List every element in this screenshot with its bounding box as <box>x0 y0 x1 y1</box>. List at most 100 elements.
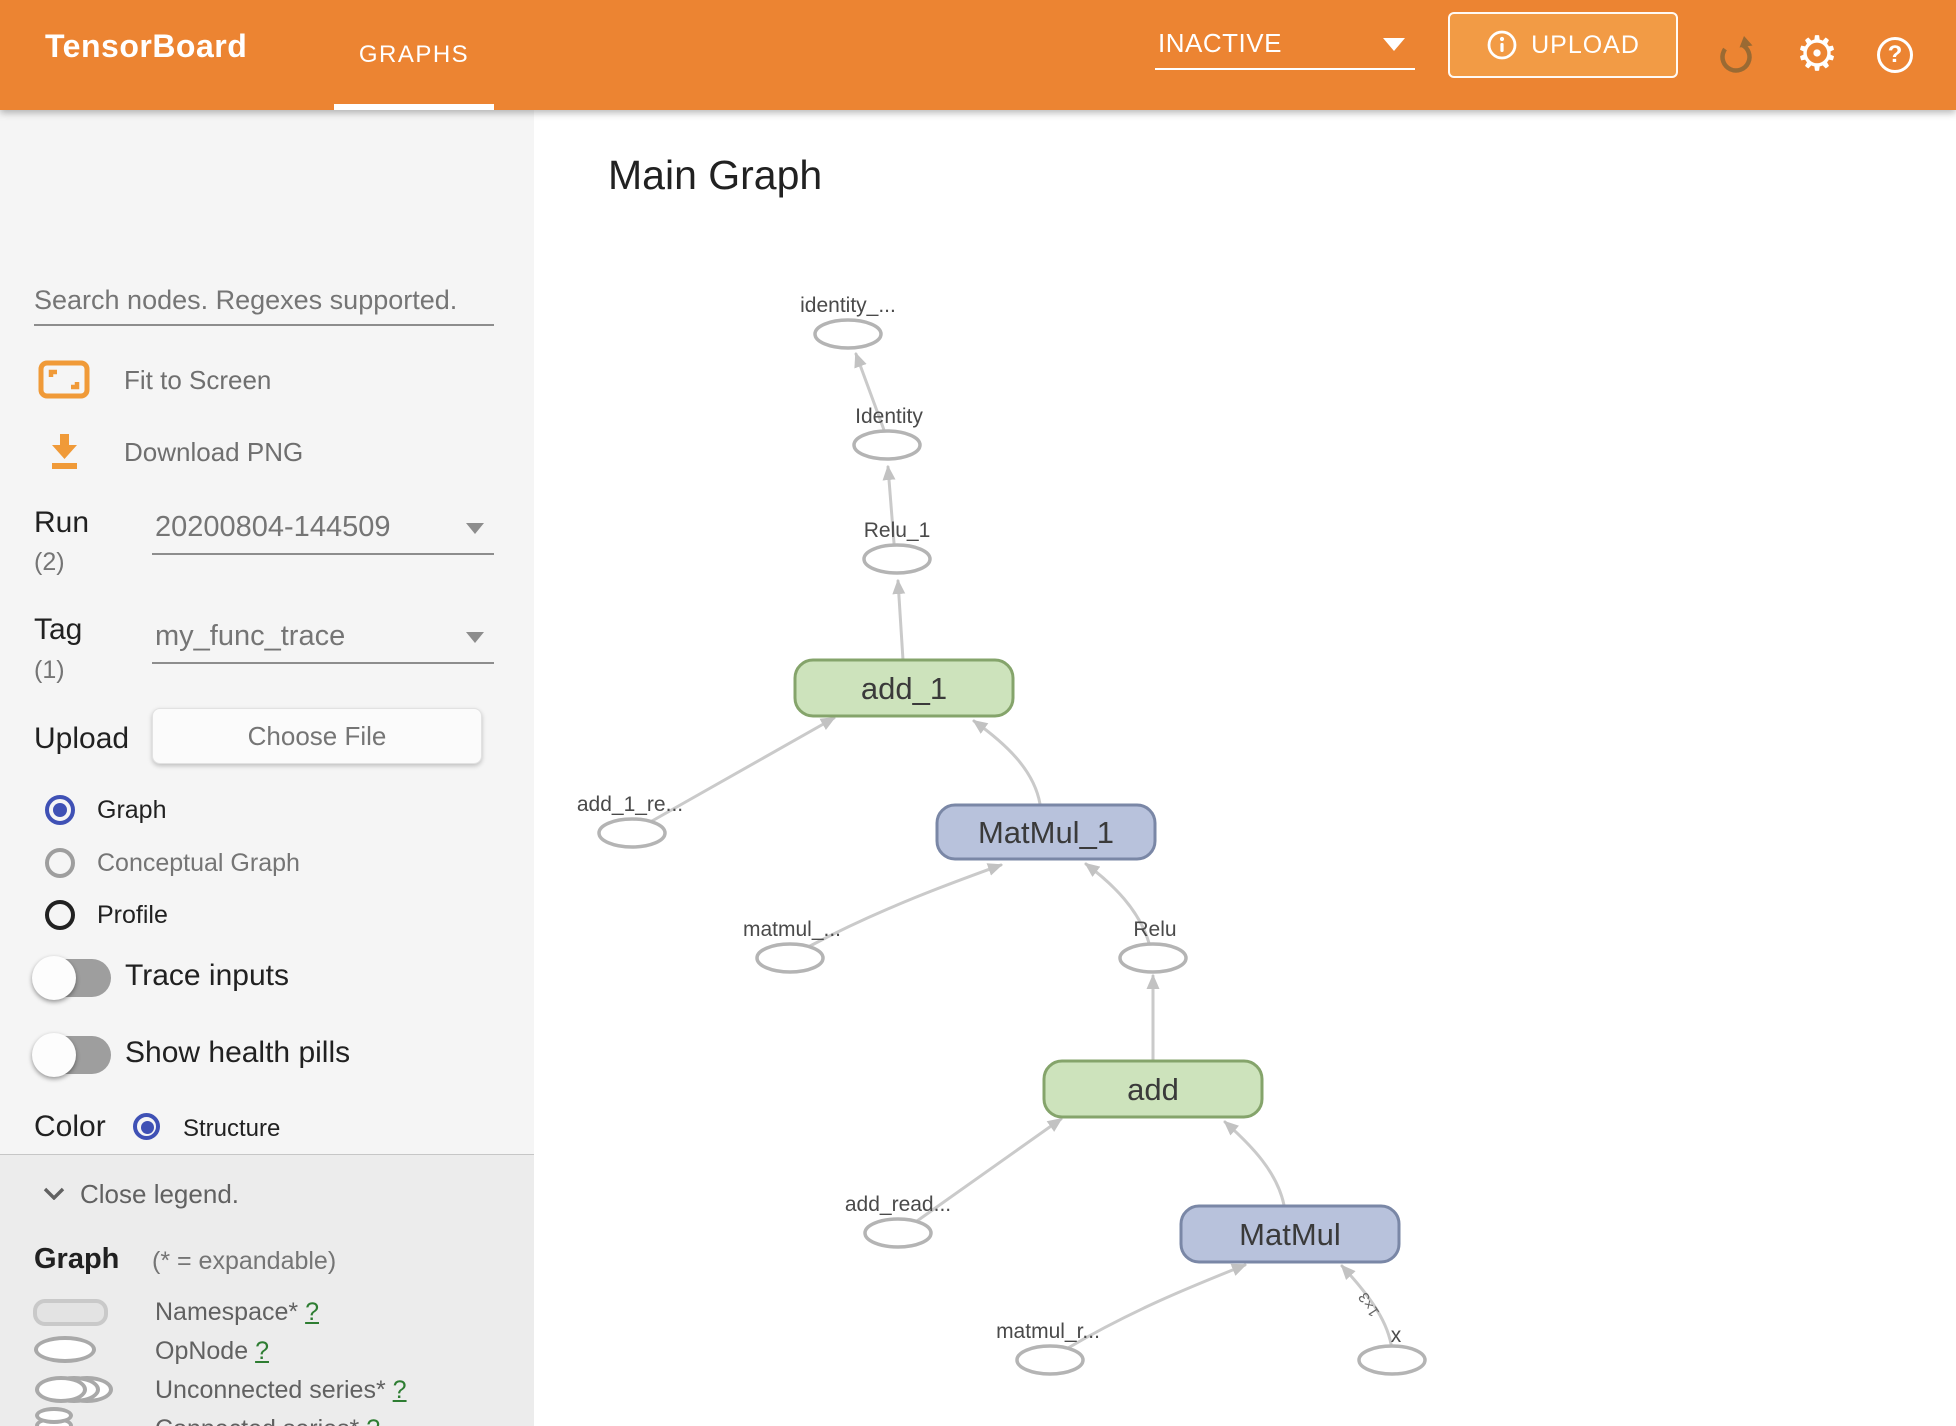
edge-Relu-to-MatMul_1 <box>1084 862 1151 945</box>
color-label: Color <box>34 1110 106 1143</box>
edge-Identity-to-identity_out <box>854 352 886 432</box>
close-legend-button[interactable]: Close legend. <box>0 1177 534 1213</box>
node-matmul_read0[interactable] <box>1015 1344 1085 1376</box>
trace-inputs-label: Trace inputs <box>125 959 289 992</box>
node-label-add_1: add_1 <box>861 671 947 706</box>
node-add[interactable] <box>1042 1059 1264 1119</box>
node-label-matmul_read1: matmul_... <box>743 918 841 941</box>
toggle-thumb <box>32 956 76 1000</box>
search-input[interactable]: Search nodes. Regexes supported. <box>34 278 494 326</box>
radio-selected-icon <box>45 795 75 825</box>
download-png-label: Download PNG <box>124 437 304 467</box>
namespace-help-link[interactable]: ? <box>305 1298 319 1326</box>
show-health-pills-toggle[interactable]: Show health pills <box>0 1033 534 1077</box>
node-MatMul_1[interactable] <box>935 803 1157 861</box>
node-Relu_1[interactable] <box>862 543 932 575</box>
opnode-help-link[interactable]: ? <box>255 1337 269 1365</box>
caret-down-icon <box>466 523 484 534</box>
choose-file-button[interactable]: Choose File <box>152 708 482 764</box>
toggle-thumb <box>32 1033 76 1077</box>
view-radio-conceptual-graph-label: Conceptual Graph <box>97 849 300 877</box>
edge-Relu_1-to-Identity <box>882 465 896 545</box>
sidebar: Search nodes. Regexes supported. Fit to … <box>0 110 534 1426</box>
node-add_read[interactable] <box>863 1217 933 1249</box>
caret-down-icon <box>1383 38 1405 51</box>
info-icon <box>1486 29 1518 61</box>
edge-MatMul_1-to-add_1 <box>972 719 1042 806</box>
legend-label: Connected series* <box>155 1415 359 1426</box>
view-radio-conceptual-graph[interactable]: Conceptual Graph <box>0 845 534 885</box>
refresh-icon <box>1720 36 1753 73</box>
legend-panel: Close legend. Graph (* = expandable) Nam… <box>0 1154 534 1426</box>
download-png-button[interactable]: Download PNG <box>0 428 534 480</box>
node-label-add_1_read: add_1_re... <box>577 793 683 816</box>
run-select-value: 20200804-144509 <box>155 511 391 543</box>
edge-matmul_read0-to-MatMul <box>1066 1263 1247 1350</box>
settings-button[interactable]: ⚙ <box>1791 0 1843 110</box>
edge-add_read-to-add <box>915 1117 1063 1223</box>
tag-label: Tag <box>34 613 83 646</box>
node-label-Relu_1: Relu_1 <box>864 519 931 542</box>
node-Relu[interactable] <box>1118 942 1188 974</box>
upload-button[interactable]: UPLOAD <box>1448 12 1678 78</box>
node-label-identity_out: identity_... <box>800 294 896 317</box>
node-matmul_read1[interactable] <box>755 942 825 974</box>
node-label-MatMul_1: MatMul_1 <box>978 815 1114 850</box>
page-title: Main Graph <box>608 152 823 198</box>
connected-series-icon <box>35 1407 75 1426</box>
legend-label: Unconnected series* <box>155 1376 386 1404</box>
trace-inputs-toggle[interactable]: Trace inputs <box>0 956 534 1000</box>
node-label-x: x <box>1391 1324 1402 1347</box>
edge-matmul_read1-to-MatMul_1 <box>808 863 1003 948</box>
opnode-icon <box>34 1336 96 1363</box>
tag-select[interactable]: my_func_trace <box>152 614 494 664</box>
unconnected-series-help-link[interactable]: ? <box>392 1376 407 1404</box>
edge-MatMul-to-add <box>1223 1120 1286 1207</box>
connected-series-help-link[interactable]: ? <box>366 1415 380 1426</box>
toggle-track <box>32 956 111 1000</box>
radio-unselected-icon <box>45 900 75 930</box>
node-x[interactable] <box>1357 1344 1427 1376</box>
legend-label: OpNode <box>155 1337 249 1365</box>
help-button[interactable]: ? <box>1873 0 1917 110</box>
run-select[interactable]: 20200804-144509 <box>152 505 494 555</box>
legend-label: Namespace* <box>155 1298 299 1326</box>
tab-active-underline <box>334 104 494 110</box>
graph-canvas[interactable]: 1×3identity_...IdentityRelu_1add_1add_1_… <box>534 110 1956 1426</box>
tab-graphs[interactable]: GRAPHS <box>334 0 494 110</box>
node-label-add: add <box>1127 1072 1179 1107</box>
tab-graphs-label: GRAPHS <box>358 41 470 68</box>
tag-select-value: my_func_trace <box>155 620 346 652</box>
node-identity_out[interactable] <box>813 318 883 350</box>
unconnected-series-icon <box>35 1376 113 1403</box>
node-add_1_read[interactable] <box>597 817 667 849</box>
close-legend-label: Close legend. <box>80 1179 239 1209</box>
upload-label: Upload <box>34 722 130 755</box>
app-logo: TensorBoard <box>45 28 248 64</box>
legend-heading: Graph (* = expandable) <box>0 1243 534 1281</box>
tag-count: (1) <box>34 656 65 684</box>
node-label-add_read: add_read... <box>845 1193 951 1216</box>
legend-item-namespace: Namespace* ? <box>0 1293 534 1332</box>
caret-down-icon <box>466 632 484 643</box>
view-radio-graph-label: Graph <box>97 796 167 824</box>
node-label-Relu: Relu <box>1133 918 1176 941</box>
fit-to-screen-icon <box>38 360 90 405</box>
view-radio-graph[interactable]: Graph <box>0 792 534 832</box>
edge-add_1_read-to-add_1 <box>650 716 836 823</box>
legend-heading-note: (* = expandable) <box>152 1247 337 1275</box>
node-Identity[interactable] <box>852 429 922 461</box>
view-radio-profile[interactable]: Profile <box>0 897 534 937</box>
node-label-matmul_read0: matmul_r... <box>996 1320 1100 1343</box>
radio-unselected-icon <box>45 848 75 878</box>
refresh-button[interactable] <box>1713 0 1759 110</box>
color-structure-radio[interactable] <box>133 1113 160 1140</box>
toggle-track <box>32 1033 111 1077</box>
node-add_1[interactable] <box>793 658 1015 718</box>
node-MatMul[interactable] <box>1179 1204 1401 1264</box>
fit-to-screen-button[interactable]: Fit to Screen <box>0 356 534 408</box>
color-by-row: Color Structure <box>0 1110 534 1150</box>
status-dropdown[interactable]: INACTIVE <box>1155 22 1415 70</box>
gear-icon: ⚙ <box>1795 28 1839 81</box>
